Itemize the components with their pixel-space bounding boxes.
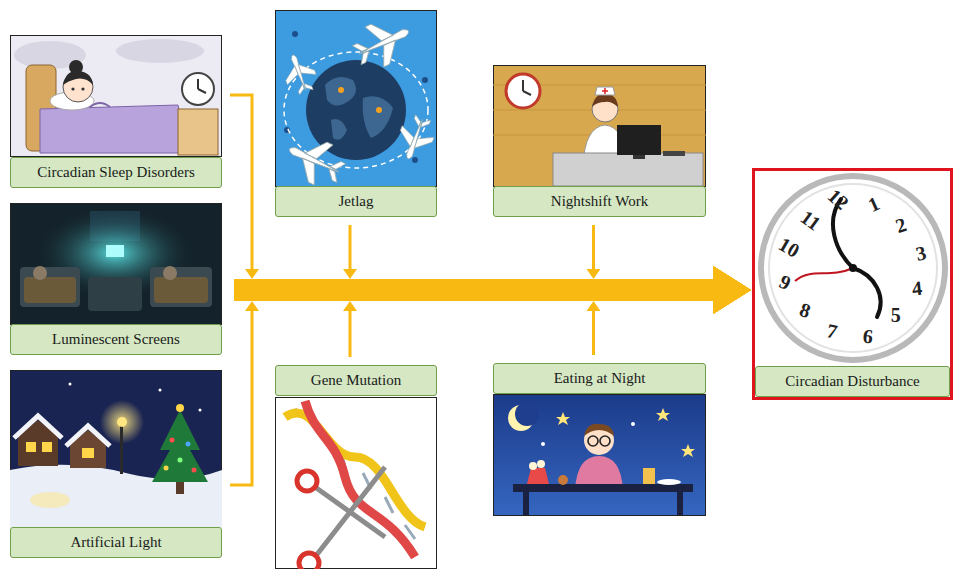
panel-label: Circadian Sleep Disorders [10,157,222,188]
merge-arrow [234,266,751,355]
factor-panel: Jetlag [275,10,437,217]
panel-label: Circadian Disturbance [755,366,950,397]
eating-illustration [493,394,706,516]
clock-numeral: 12 [823,184,853,214]
panel-label: Jetlag [275,186,437,217]
clock-numeral: 10 [775,232,804,262]
factor-panel: Luminescent Screens [10,203,222,355]
merge-arrow [234,266,751,314]
sleep-illustration [10,35,222,157]
clock-numeral: 11 [796,206,825,236]
clock-numeral: 5 [891,304,901,327]
clock-numeral: 8 [797,298,814,323]
factor-panel: Artificial Light [10,370,222,558]
clock-numeral: 1 [864,192,882,217]
artificial-light-illustration [10,370,222,528]
clock-numeral: 6 [861,325,873,349]
clock-numeral: 4 [911,277,923,301]
merge-arrow [234,266,751,357]
factor-panel: Nightshift Work [493,65,706,217]
clock-numeral: 3 [914,241,929,266]
merge-arrow [230,95,751,314]
clock-illustration [755,171,950,368]
clock-numeral: 9 [775,270,793,295]
merge-arrow [234,225,751,314]
merge-arrow [234,225,751,314]
panel-label: Artificial Light [10,527,222,558]
nightshift-illustration [493,65,706,187]
panel-label: Eating at Night [493,363,706,394]
factor-panel: Circadian Sleep Disorders [10,35,222,188]
screens-illustration [10,203,222,325]
clock-numeral: 2 [892,213,909,238]
gene-illustration [275,397,437,569]
jetlag-illustration [275,10,437,187]
factor-panel: Eating at Night [493,363,706,515]
merge-arrow [230,266,751,485]
panel-label: Nightshift Work [493,186,706,217]
clock-numeral: 7 [825,319,840,344]
panel-label: Luminescent Screens [10,324,222,355]
factor-panel: Gene Mutation [275,365,437,569]
panel-label: Gene Mutation [275,365,437,396]
